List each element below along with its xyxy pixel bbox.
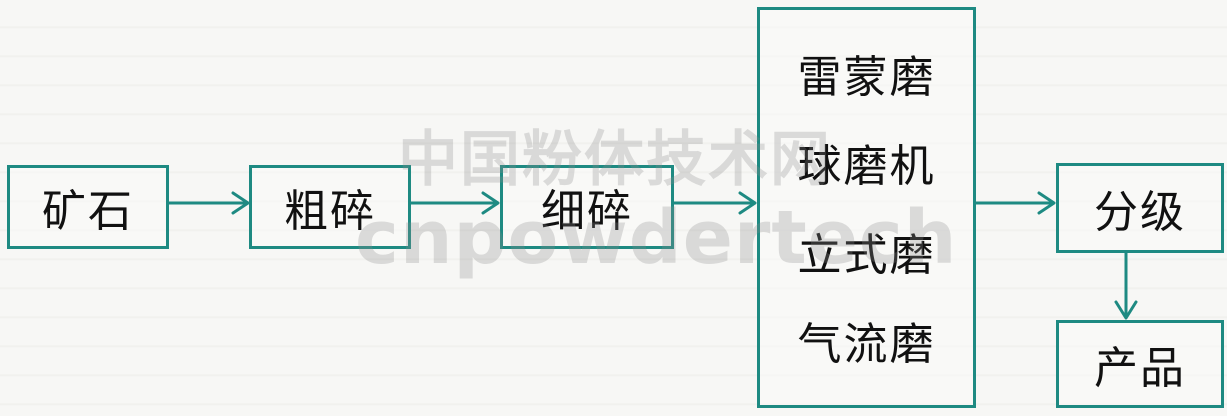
mill-item-jet: 气流磨: [797, 319, 936, 371]
arrow-mills-to-classify: [974, 191, 1056, 215]
ore-label: 矿石: [42, 186, 134, 237]
coarse-crush-box: 粗碎: [249, 165, 411, 249]
ore-box: 矿石: [7, 165, 169, 249]
arrow-ore-to-coarse: [167, 191, 250, 215]
product-label: 产品: [1094, 343, 1186, 394]
classify-box: 分级: [1056, 163, 1224, 253]
classify-label: 分级: [1094, 187, 1186, 238]
fine-crush-box: 细碎: [500, 165, 674, 249]
arrow-coarse-to-fine: [409, 191, 500, 215]
arrow-classify-to-product: [1114, 251, 1138, 320]
mill-item-vertical: 立式磨: [797, 230, 936, 282]
coarse-crush-label: 粗碎: [284, 186, 376, 237]
mill-item-raymond: 雷蒙磨: [797, 51, 936, 103]
arrow-fine-to-mills: [672, 191, 757, 215]
fine-crush-label: 细碎: [541, 186, 633, 237]
mill-options-box: 雷蒙磨 球磨机 立式磨 气流磨: [757, 7, 976, 408]
product-box: 产品: [1056, 320, 1224, 408]
mill-item-ball: 球磨机: [797, 140, 936, 192]
